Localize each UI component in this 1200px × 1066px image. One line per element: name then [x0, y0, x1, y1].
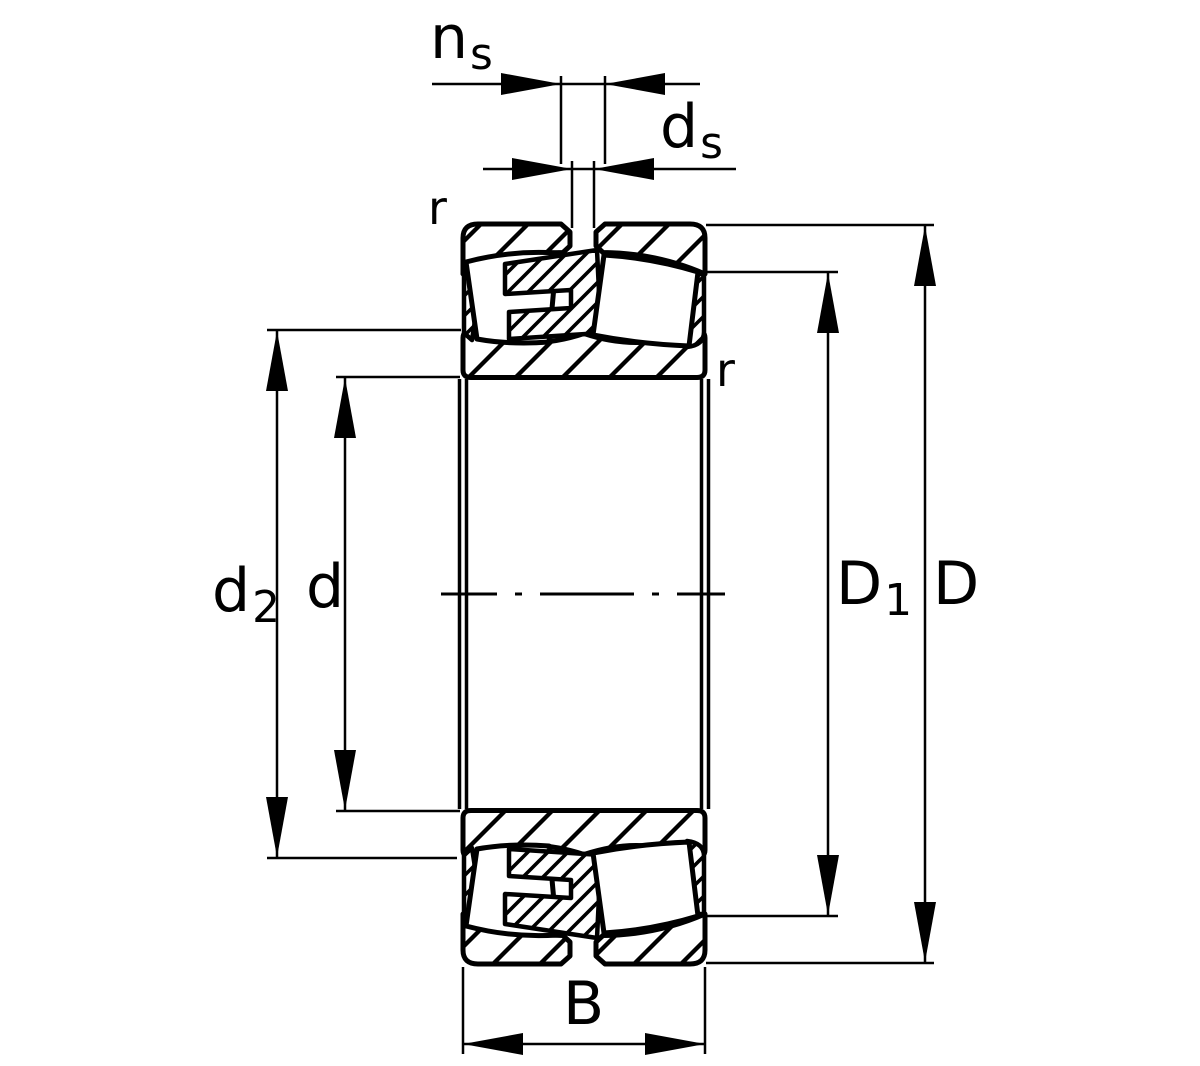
arrow-d2-bottom: [266, 797, 288, 857]
roller-right-bottom: [590, 839, 701, 936]
bearing-cross-section: [460, 221, 708, 967]
label-D: D: [933, 549, 980, 619]
arrow-ns-left: [501, 73, 561, 95]
label-d: d: [306, 552, 345, 622]
outer-ring-right-bottom: [593, 911, 708, 967]
arrow-D-bottom: [914, 902, 936, 962]
label-r-right: r: [716, 343, 735, 397]
arrow-D1-top: [817, 273, 839, 333]
cage-bottom: [502, 846, 604, 941]
arrow-ds-right: [594, 158, 654, 180]
arrow-D1-bottom: [817, 855, 839, 915]
arrow-B-right: [645, 1033, 705, 1055]
arrow-B-left: [463, 1033, 523, 1055]
label-D1: D1: [836, 549, 913, 626]
cage-top: [502, 247, 604, 342]
label-B: B: [563, 969, 605, 1039]
arrow-D-top: [914, 226, 936, 286]
arrow-d-top: [334, 378, 356, 438]
arrow-ns-right: [605, 73, 665, 95]
dimension-annotations: [266, 73, 936, 1055]
label-ds: ds: [660, 92, 723, 169]
arrow-d-bottom: [334, 750, 356, 810]
label-d2: d2: [212, 556, 280, 633]
label-r-top-left: r: [428, 181, 447, 235]
roller-right-top: [590, 252, 701, 349]
label-ns: ns: [430, 3, 493, 80]
arrow-ds-left: [512, 158, 572, 180]
outer-ring-right-top: [593, 221, 708, 277]
arrow-d2-top: [266, 331, 288, 391]
